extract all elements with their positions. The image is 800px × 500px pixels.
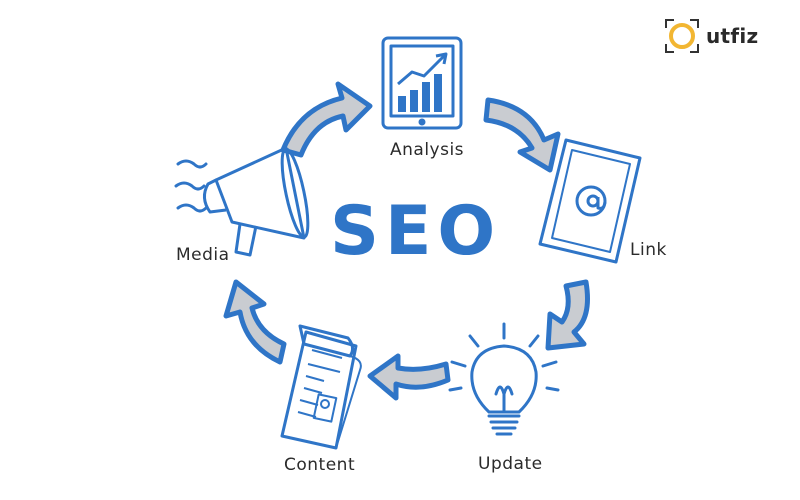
center-label: SEO bbox=[330, 192, 502, 271]
arrow-update-to-content bbox=[367, 353, 451, 401]
node-label-analysis: Analysis bbox=[390, 140, 465, 160]
newspaper-icon bbox=[280, 324, 362, 450]
lightbulb-icon bbox=[448, 322, 560, 436]
brand-mark-icon bbox=[665, 19, 699, 53]
node-label-media: Media bbox=[176, 245, 230, 265]
arrow-analysis-to-link bbox=[483, 97, 561, 173]
brand-logo: utfiz bbox=[662, 16, 759, 56]
arrow-content-to-media bbox=[223, 279, 287, 365]
arrow-media-to-analysis bbox=[280, 81, 373, 158]
email-document-icon bbox=[538, 138, 642, 264]
brand-name: utfiz bbox=[706, 24, 759, 48]
chart-tablet-icon bbox=[381, 36, 463, 130]
arrow-link-to-update bbox=[545, 279, 590, 351]
megaphone-icon bbox=[174, 146, 310, 257]
node-label-link: Link bbox=[630, 240, 667, 260]
node-label-update: Update bbox=[478, 454, 543, 474]
node-label-content: Content bbox=[284, 455, 356, 475]
